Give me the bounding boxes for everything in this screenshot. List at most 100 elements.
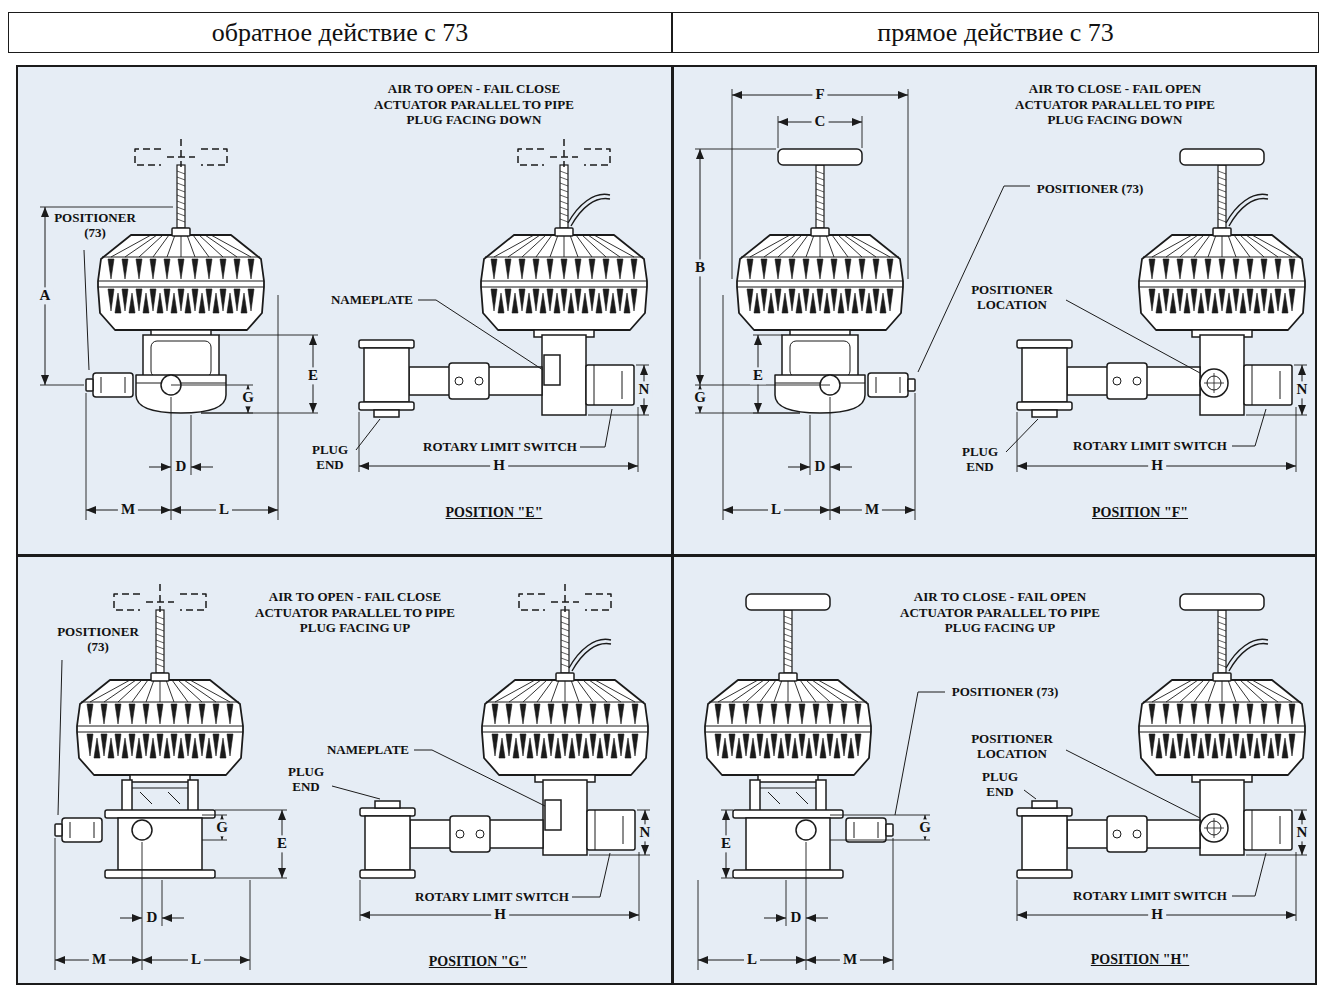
- casing-rib: [818, 680, 858, 702]
- casing-tooth: [761, 289, 767, 311]
- casing-flange: [482, 725, 648, 726]
- casing-tooth: [248, 259, 254, 279]
- handwheel-phantom: [180, 594, 206, 610]
- stem-hatch: [1218, 207, 1226, 210]
- casing-tooth: [520, 734, 526, 756]
- casing-rib: [850, 235, 890, 257]
- casing-rib: [1180, 235, 1204, 257]
- casing-tooth: [1275, 289, 1281, 311]
- casing-rib: [1194, 235, 1210, 257]
- casing-tooth: [143, 734, 149, 756]
- dimension-letter: D: [144, 909, 161, 926]
- casing-flange: [98, 280, 264, 281]
- casing-rib: [812, 680, 844, 702]
- casing-tooth: [1163, 704, 1169, 724]
- dimension-letter: N: [1294, 824, 1311, 841]
- casing-tooth: [597, 738, 603, 758]
- positioner-nozzle: [908, 379, 915, 391]
- casing-rib: [205, 235, 237, 257]
- yoke: [543, 780, 587, 855]
- casing-tooth: [108, 289, 114, 311]
- casing-tooth: [775, 259, 781, 279]
- dimension-letter: B: [692, 259, 708, 276]
- yoke-brace: [140, 792, 152, 804]
- casing-tooth: [122, 289, 128, 311]
- casing-rib: [844, 235, 876, 257]
- casing-tooth: [596, 293, 602, 313]
- casing-tooth: [589, 259, 595, 279]
- casing-flange: [737, 280, 903, 281]
- handwheel-phantom: [159, 584, 161, 612]
- stem-hatch: [561, 652, 569, 655]
- casing-rib: [1208, 235, 1216, 257]
- stem-hatch: [156, 634, 164, 637]
- casing-tooth: [101, 734, 107, 756]
- extension-line: [171, 385, 253, 386]
- leader-line: [918, 186, 1030, 372]
- stem-hatch: [816, 195, 824, 198]
- casing-tooth: [143, 293, 149, 313]
- coupling: [1107, 363, 1147, 399]
- body-flange: [360, 870, 415, 878]
- casing-tooth: [1177, 259, 1183, 279]
- body-flange: [359, 340, 414, 348]
- stem-hatch: [560, 195, 568, 198]
- stem-hatch: [560, 183, 568, 186]
- extension-line: [191, 415, 192, 475]
- switch-detail: [1252, 810, 1253, 850]
- plug-end: [1032, 410, 1057, 417]
- casing-rib: [172, 680, 188, 702]
- casing-tooth: [1275, 704, 1281, 724]
- casing-tooth: [178, 289, 184, 311]
- stem: [784, 610, 792, 673]
- dimension-letter: L: [216, 501, 232, 518]
- dimension-arrow: [806, 918, 828, 919]
- extension-line: [695, 413, 800, 414]
- casing-tooth: [590, 704, 596, 724]
- casing-rib: [577, 680, 593, 702]
- callout-label: ROTARY LIMIT SWITCH: [1073, 889, 1227, 904]
- casing-tooth: [554, 293, 560, 313]
- casing-rib: [774, 680, 782, 702]
- extension-line: [202, 815, 227, 816]
- body-flange: [359, 402, 414, 410]
- casing-rib: [1252, 235, 1292, 257]
- casing-rib: [166, 680, 174, 702]
- stem-hatch: [560, 171, 568, 174]
- position-label: POSITION "F": [1092, 505, 1188, 521]
- dimension-arrow: [162, 918, 184, 919]
- casing-tooth: [562, 704, 568, 724]
- extension-line: [721, 810, 733, 811]
- air-tubing: [1229, 644, 1268, 671]
- casing-tooth: [831, 289, 837, 311]
- casing-rib: [806, 235, 814, 257]
- casing-tooth: [887, 259, 893, 279]
- stem: [1218, 610, 1226, 673]
- dimension-letter: H: [1148, 457, 1166, 474]
- handwheel-phantom: [564, 584, 566, 612]
- casing-rib: [746, 680, 770, 702]
- dimension-letter: M: [862, 501, 882, 518]
- casing-tooth: [817, 289, 823, 311]
- coupling: [1107, 816, 1147, 852]
- stem-hatch: [156, 616, 164, 619]
- casing-rib: [536, 235, 552, 257]
- casing-tooth: [157, 293, 163, 313]
- dimension-letter: D: [788, 909, 805, 926]
- casing-tooth: [1268, 293, 1274, 313]
- stem-hatch: [1218, 652, 1226, 655]
- casing-rib: [495, 680, 535, 702]
- casing-tooth: [1198, 293, 1204, 313]
- positioner: [62, 818, 102, 842]
- yoke: [542, 335, 586, 415]
- dimension-letter: E: [305, 367, 321, 384]
- casing-tooth: [617, 289, 623, 311]
- callout-label: ROTARY LIMIT SWITCH: [415, 890, 569, 905]
- casing-rib: [153, 235, 169, 257]
- casing-tooth: [548, 734, 554, 756]
- yoke-brace: [168, 792, 180, 804]
- positioner-nozzle: [55, 824, 62, 836]
- extension-line: [1246, 415, 1307, 416]
- leader-line: [418, 300, 543, 370]
